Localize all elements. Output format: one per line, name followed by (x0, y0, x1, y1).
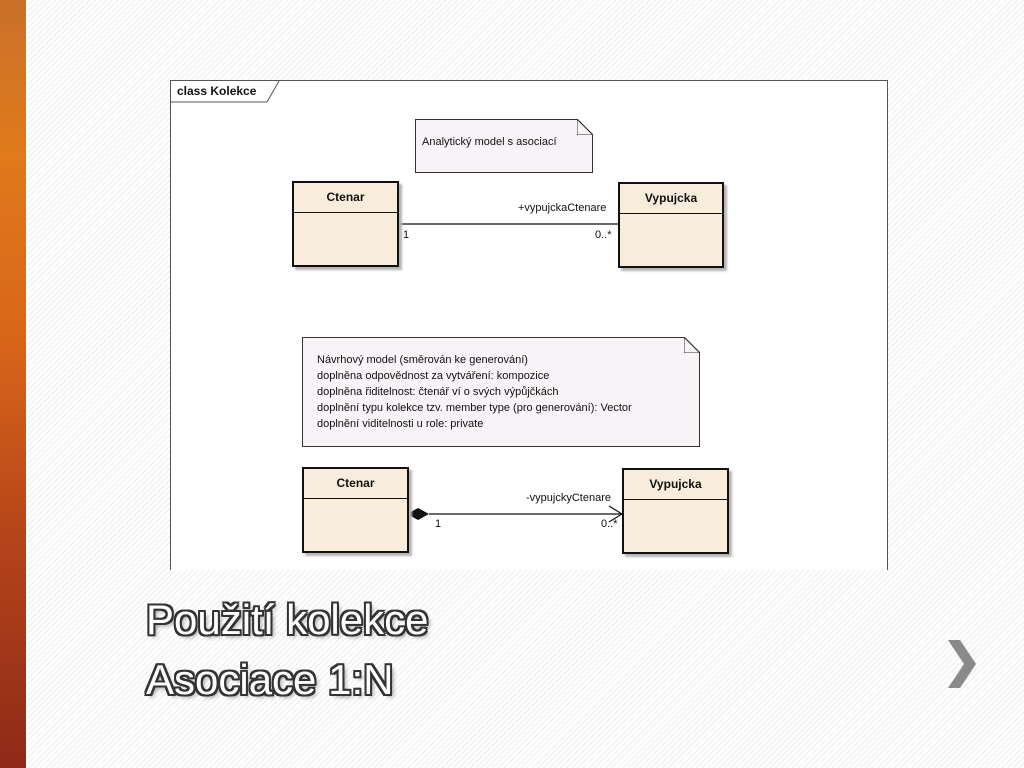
class-name: Ctenar (294, 183, 397, 213)
design-model-note: Návrhový model (směrován ke generování) … (302, 337, 700, 447)
design-note-line-2: doplněna odpovědnost za vytváření: kompo… (317, 370, 550, 382)
bottom-mult-left: 1 (435, 518, 442, 530)
frame-label: class Kolekce (177, 84, 257, 98)
top-role-label: +vypujckaCtenare (518, 202, 607, 214)
class-ctenar-bottom[interactable]: Ctenar (302, 467, 409, 553)
class-ctenar-top[interactable]: Ctenar (292, 181, 399, 267)
bottom-role-label: -vypujckyCtenare (526, 492, 611, 504)
analytic-model-note: Analytický model s asociací (415, 119, 593, 173)
class-vypujcka-top[interactable]: Vypujcka (618, 182, 724, 268)
connectors-layer (399, 223, 624, 523)
class-name: Ctenar (304, 469, 407, 499)
frame-tab-outline (171, 81, 280, 103)
slide-title-line-2: Asociace 1:N (146, 656, 394, 703)
composition-diamond-icon (407, 508, 429, 520)
slide-title-line-1: Použití kolekce (146, 596, 429, 643)
class-name: Vypujcka (624, 470, 727, 500)
bottom-mult-right: 0..* (601, 518, 618, 530)
design-note-line-1: Návrhový model (směrován ke generování) (317, 354, 528, 366)
design-note-line-4: doplnění typu kolekce tzv. member type (… (317, 402, 632, 414)
folded-corner-icon (577, 119, 593, 135)
uml-diagram-frame: class Kolekce Analytický model s asociac… (170, 80, 888, 570)
next-slide-chevron (948, 640, 976, 688)
design-note-line-3: doplněna řiditelnost: čtenář ví o svých … (317, 386, 559, 398)
accent-side-bar (0, 0, 28, 768)
class-name: Vypujcka (620, 184, 722, 214)
top-mult-right: 0..* (595, 229, 612, 241)
design-note-line-5: doplnění viditelnosti u role: private (317, 418, 484, 430)
folded-corner-icon (684, 337, 700, 353)
top-mult-left: 1 (403, 229, 410, 241)
class-vypujcka-bottom[interactable]: Vypujcka (622, 468, 729, 554)
analytic-note-text: Analytický model s asociací (422, 136, 557, 148)
chevron-right-icon[interactable] (940, 636, 980, 692)
